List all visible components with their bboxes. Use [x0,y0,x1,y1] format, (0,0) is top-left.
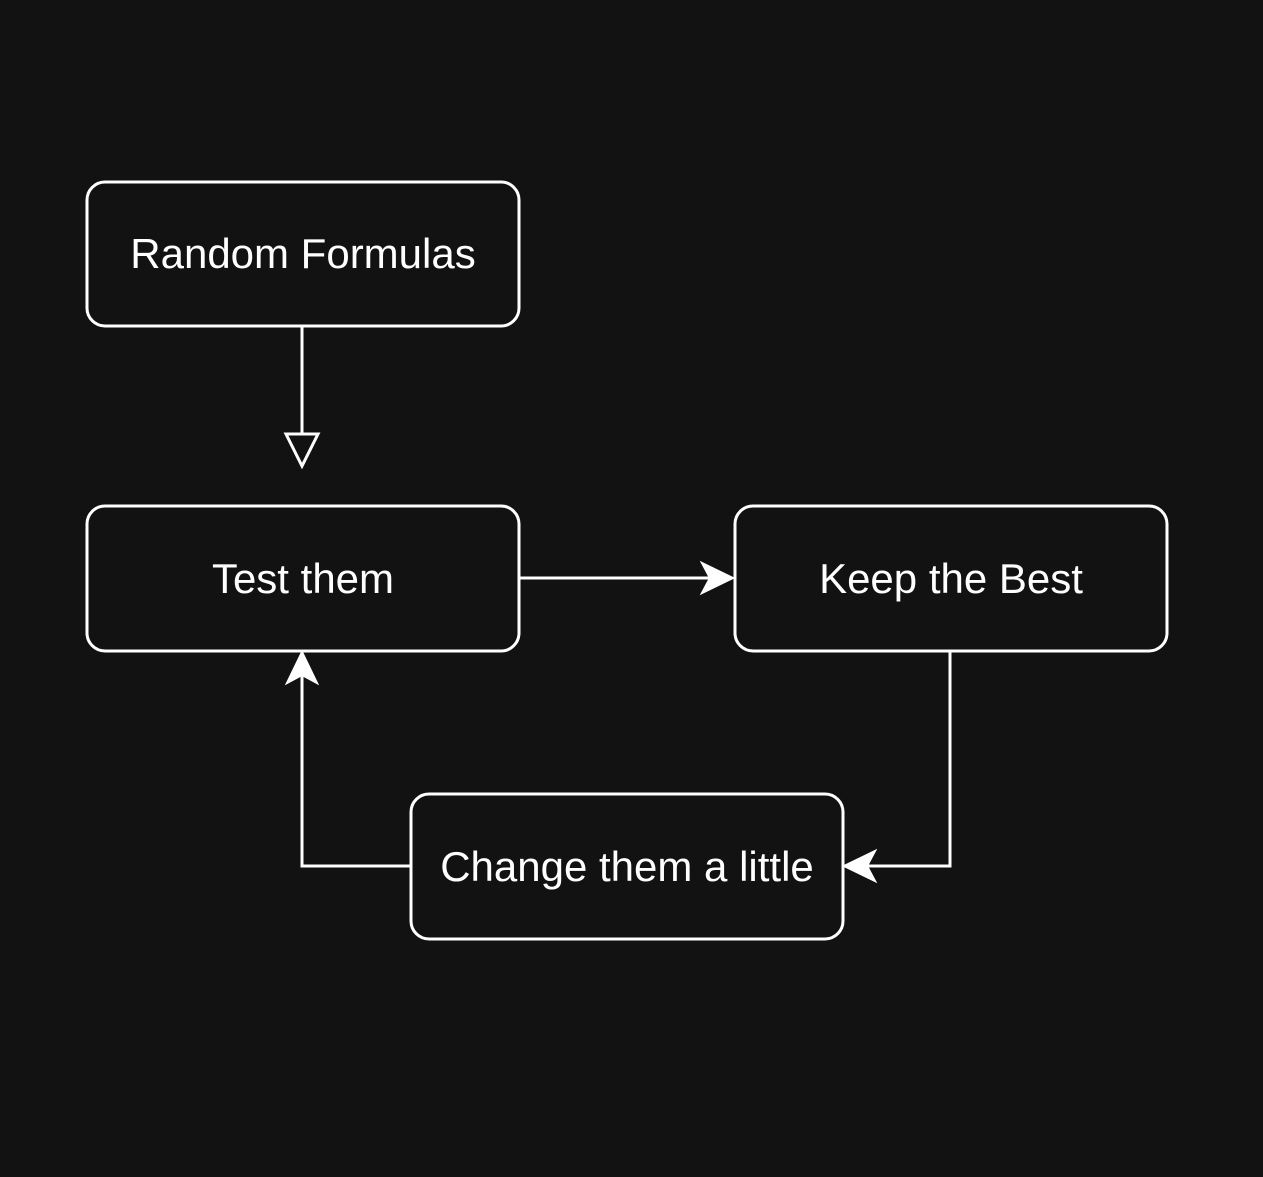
arrowhead-icon [699,560,736,596]
node-label: Test them [212,555,394,602]
node-label: Change them a little [440,843,814,890]
edge-random-formulas-to-test-them [283,326,321,470]
edge-test-them-to-keep-the-best [519,560,736,596]
connector-line [866,651,952,868]
node-label: Keep the Best [819,555,1083,602]
node-keep-the-best[interactable]: Keep the Best [733,504,1169,653]
node-change-them-a-little[interactable]: Change them a little [409,792,845,941]
hollow-arrowhead-icon [283,432,321,470]
node-label: Random Formulas [130,230,475,277]
edge-change-them-a-little-to-test-them [284,649,410,868]
arrowhead-icon [284,649,320,686]
arrowhead-icon [841,848,878,884]
node-random-formulas[interactable]: Random Formulas [85,180,521,328]
connector-line [300,674,410,868]
edge-keep-the-best-to-change-them-a-little [841,651,952,884]
node-test-them[interactable]: Test them [85,504,521,653]
